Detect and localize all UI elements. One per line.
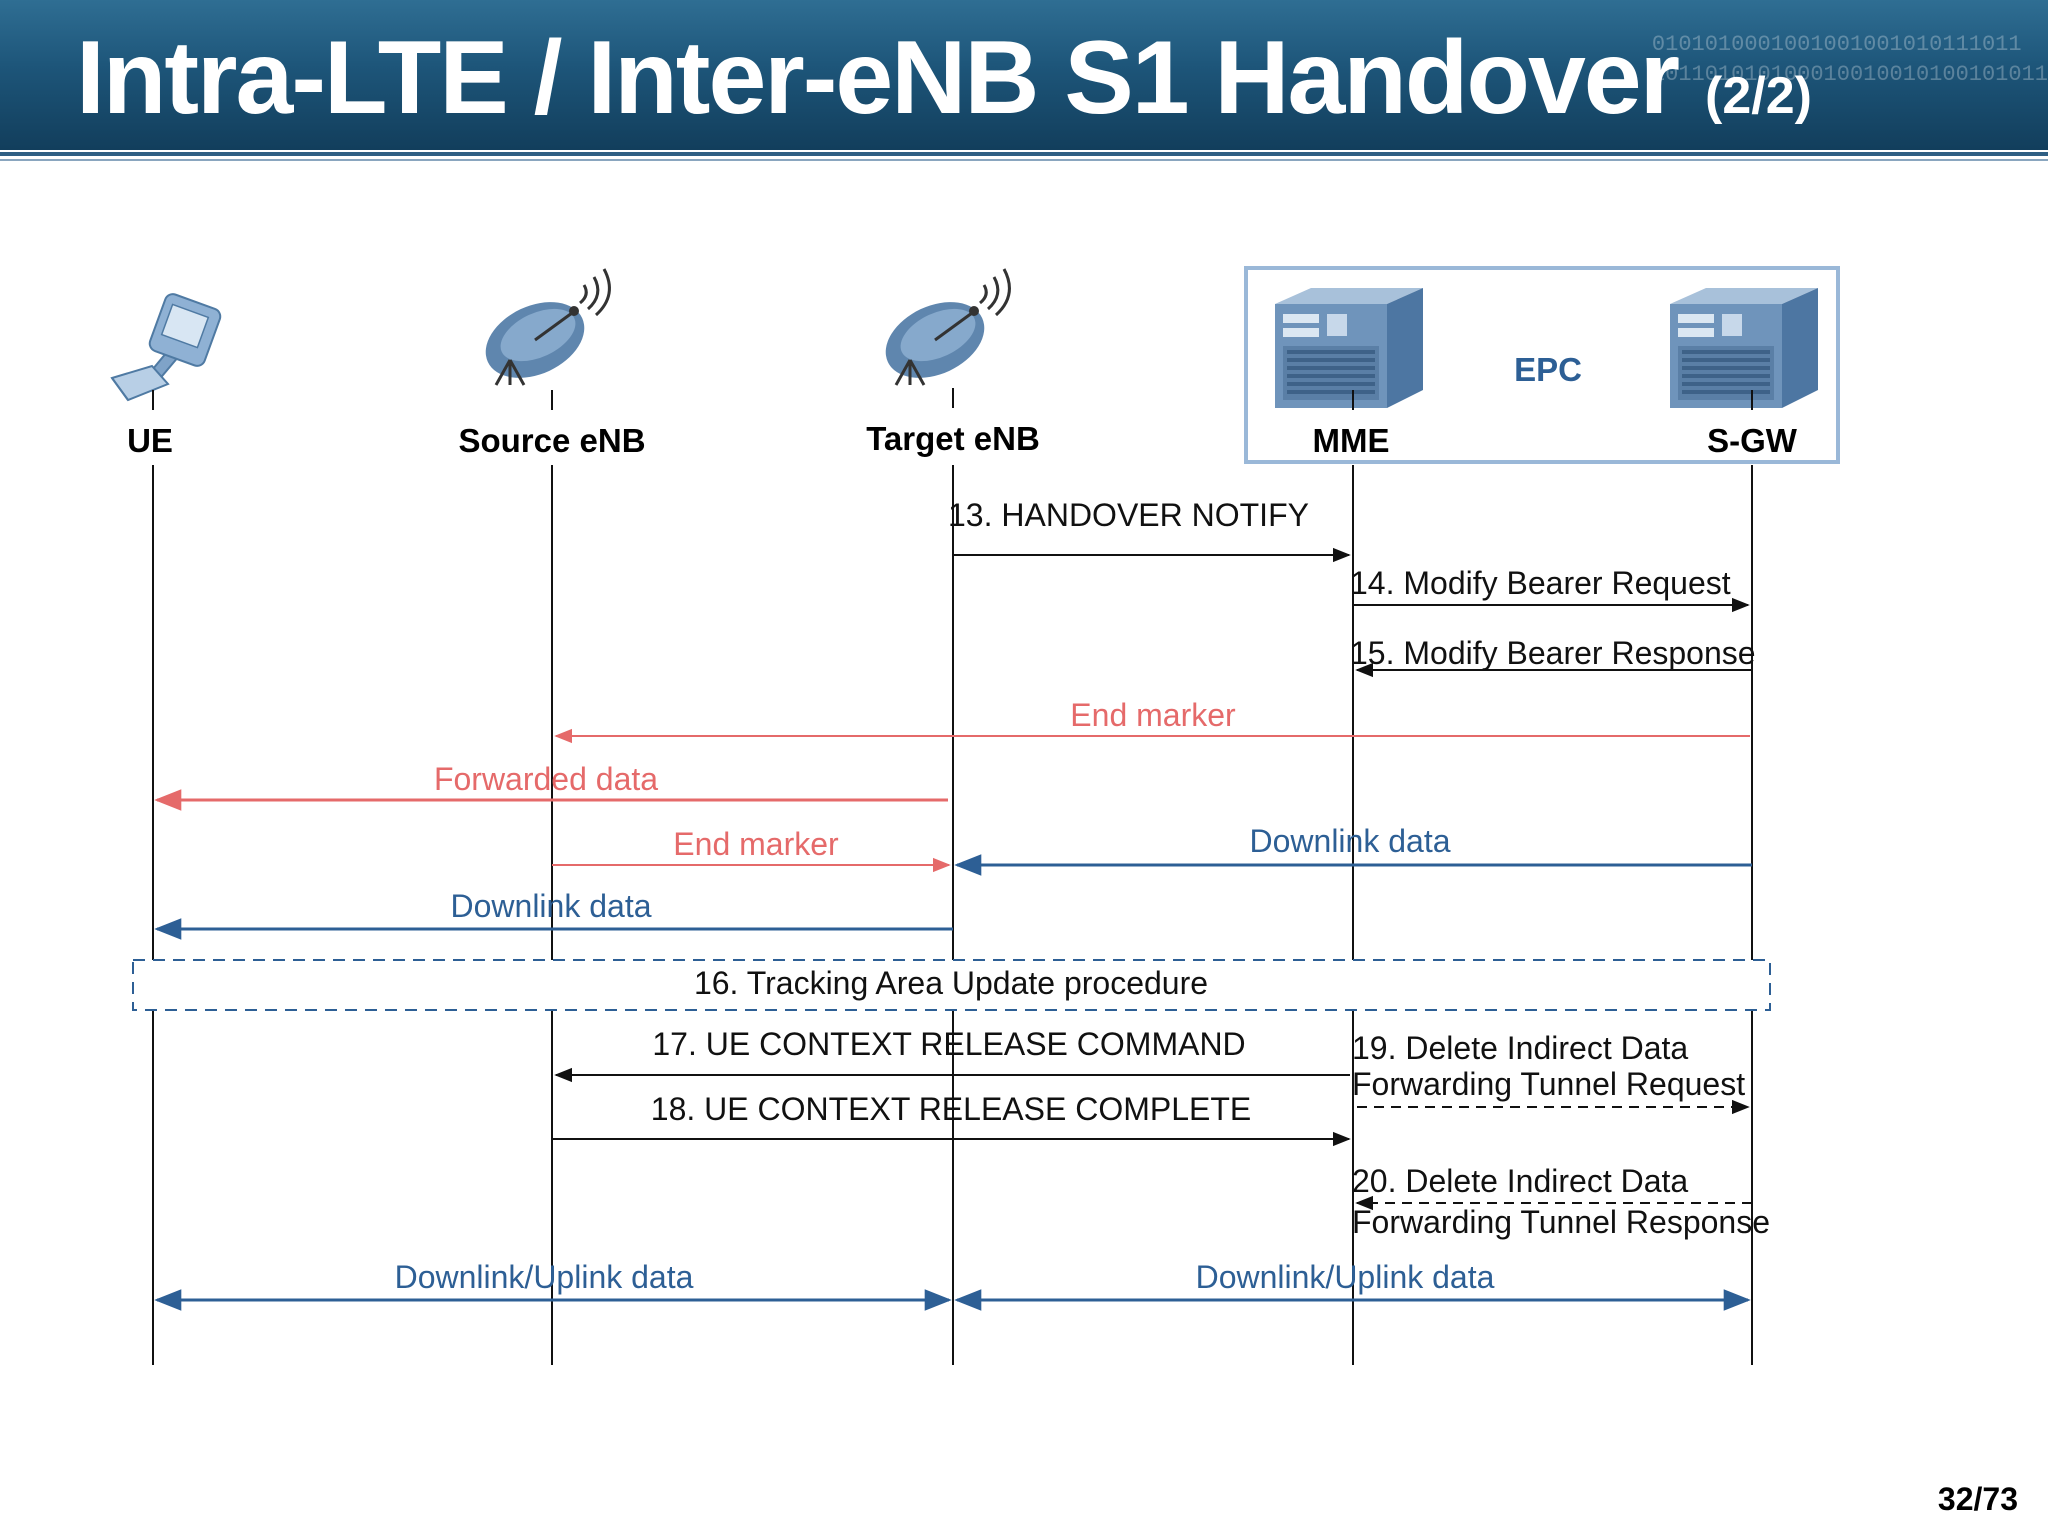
msg-20-label-line2: Forwarding Tunnel Response (1352, 1204, 1770, 1240)
msg-15-label: 15. Modify Bearer Response (1350, 635, 1756, 671)
slide-title: Intra-LTE / Inter-eNB S1 Handover (2/2) (76, 18, 1812, 156)
end-marker-2-label: End marker (673, 826, 839, 862)
msg-14-label: 14. Modify Bearer Request (1350, 565, 1731, 601)
node-label-ue: UE (127, 422, 173, 459)
msg-20-label-line1: 20. Delete Indirect Data (1352, 1163, 1688, 1199)
phone-icon (110, 293, 222, 402)
slide-header: 0101010001001001001010111011 10110101010… (0, 0, 2048, 150)
forwarded-data-label: Forwarded data (434, 761, 658, 797)
end-marker-1-label: End marker (1070, 697, 1236, 733)
server-icon (1275, 288, 1423, 408)
epc-label: EPC (1514, 351, 1582, 388)
node-label-target-enb: Target eNB (866, 420, 1040, 457)
satellite-dish-icon (485, 268, 611, 386)
binary-decoration: 0101010001001001001010111011 10110101010… (1651, 32, 2048, 87)
header-rule (0, 152, 2048, 156)
node-label-sgw: S-GW (1707, 422, 1798, 459)
slide-title-suffix: (2/2) (1705, 67, 1812, 125)
page-number: 32/73 (1937, 1481, 2018, 1517)
node-label-source-enb: Source eNB (458, 422, 645, 459)
icon-ticks (152, 388, 1753, 410)
epc-box (1244, 266, 1840, 464)
slide-title-text: Intra-LTE / Inter-eNB S1 Handover (76, 20, 1680, 136)
server-icon (1670, 288, 1818, 408)
downlink-data-1-label: Downlink data (451, 888, 652, 924)
lifelines (152, 465, 1753, 1365)
node-label-mme: MME (1313, 422, 1390, 459)
msg-18-label: 18. UE CONTEXT RELEASE COMPLETE (651, 1091, 1251, 1127)
msg-13-label: 13. HANDOVER NOTIFY (948, 497, 1309, 533)
satellite-dish-icon (885, 268, 1011, 386)
msg-19-label-line2: Forwarding Tunnel Request (1352, 1066, 1745, 1102)
dl-ul-data-2-label: Downlink/Uplink data (1196, 1259, 1495, 1295)
msg-19-label-line1: 19. Delete Indirect Data (1352, 1030, 1688, 1066)
header-rule-thin (0, 159, 2048, 161)
downlink-data-2-label: Downlink data (1250, 823, 1451, 859)
msg-17-label: 17. UE CONTEXT RELEASE COMMAND (652, 1026, 1245, 1062)
msg-16-label: 16. Tracking Area Update procedure (694, 965, 1208, 1001)
tau-procedure-box (132, 959, 1771, 1011)
dl-ul-data-1-label: Downlink/Uplink data (395, 1259, 694, 1295)
